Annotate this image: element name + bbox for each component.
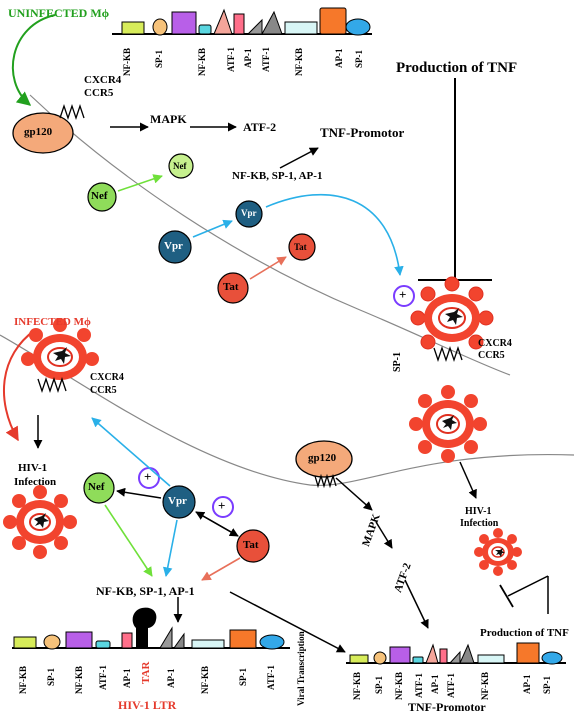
macrophage-bottom-right-small xyxy=(474,528,522,576)
ccr5-bottom: CCR5 xyxy=(90,385,117,396)
top-prom-label-3: ATF-1 xyxy=(226,47,236,72)
macrophage-top-right xyxy=(410,276,494,363)
plus-top-label: + xyxy=(399,287,407,302)
tat-small-top-label: Tat xyxy=(294,242,307,252)
hiv-infection-right-2: Infection xyxy=(460,518,499,529)
tnf-label-1: SP-1 xyxy=(374,676,384,694)
gp120-top xyxy=(12,103,85,154)
top-prom-label-5: ATF-1 xyxy=(261,47,271,72)
cxcr4-bottom: CXCR4 xyxy=(90,372,124,383)
top-prom-label-6: NF-KB xyxy=(294,48,304,76)
production-tnf-top: Production of TNF xyxy=(396,60,518,76)
tnf-label-5: ATF-1 xyxy=(446,673,456,698)
tat-top xyxy=(217,272,249,304)
tnf-promotor-top: TNF-Promotor xyxy=(320,125,405,140)
nef-top xyxy=(87,182,117,212)
ltr-label-3: ATF-1 xyxy=(98,665,108,690)
tnf-label-6: NF-KB xyxy=(480,672,490,700)
hiv-infection-left-2: Infection xyxy=(14,476,57,488)
tat-top-label: Tat xyxy=(223,281,239,293)
top-prom-label-2: NF-KB xyxy=(197,48,207,76)
uninfected-arrow xyxy=(11,14,56,106)
vpr-bottom xyxy=(162,485,196,519)
tnf-label-2: NF-KB xyxy=(394,672,404,700)
tat-small-top xyxy=(288,233,316,261)
cxcr4-top-right: CXCR4 xyxy=(478,338,512,349)
production-tnf-bottom: Production of TNF xyxy=(480,627,569,639)
vpr-small-top-label: Vpr xyxy=(241,208,257,218)
gp120-bottom xyxy=(295,440,353,489)
ltr-label-6: AP-1 xyxy=(166,668,176,689)
tnf-label-0: NF-KB xyxy=(352,672,362,700)
vpr-small-top xyxy=(235,200,263,228)
tnf-promotor-bottom: TNF-Promotor xyxy=(408,700,486,714)
ccr5-top: CCR5 xyxy=(84,87,114,99)
plus-bottom-left-label: + xyxy=(144,469,152,484)
plus-bottom-right-label: + xyxy=(218,498,226,513)
cxcr4-top: CXCR4 xyxy=(84,74,122,86)
tnf-label-8: SP-1 xyxy=(542,676,552,694)
gp120-top-label: gp120 xyxy=(24,126,53,138)
hiv-infection-right-1: HIV-1 xyxy=(465,506,492,517)
macrophage-bottom-right-upper xyxy=(409,385,487,463)
top-prom-label-7: AP-1 xyxy=(334,48,344,69)
vpr-bottom-label: Vpr xyxy=(168,495,187,507)
ltr-label-9: ATF-1 xyxy=(266,665,276,690)
ltr-label-1: SP-1 xyxy=(46,668,56,686)
tnf-inhibit-top xyxy=(418,78,492,281)
hiv-ltr-bar xyxy=(12,607,290,650)
top-membrane-curve xyxy=(29,94,511,376)
sp1-top: SP-1 xyxy=(392,352,403,372)
nef-small-top xyxy=(168,153,194,179)
nef-small-top-label: Nef xyxy=(173,161,187,171)
plus-bottom-right xyxy=(212,496,234,518)
uninfected-label: UNINFECTED Mϕ xyxy=(8,6,110,20)
top-prom-label-1: SP-1 xyxy=(154,50,164,68)
ltr-label-2: NF-KB xyxy=(74,666,84,694)
ltr-label-0: NF-KB xyxy=(18,666,28,694)
nef-bottom-label: Nef xyxy=(88,481,105,493)
atf2-top: ATF-2 xyxy=(243,120,277,134)
top-prom-label-0: NF-KB xyxy=(122,48,132,76)
viral-transcription-label: Viral Transcription xyxy=(296,631,306,706)
ltr-label-tar: TAR xyxy=(140,661,152,684)
nef-top-label: Nef xyxy=(91,190,108,202)
gp120-bottom-label: gp120 xyxy=(308,452,337,464)
top-promoter-bar xyxy=(112,7,372,36)
top-prom-label-4: AP-1 xyxy=(243,48,253,69)
tnf-promoter-bar-bottom xyxy=(346,642,566,665)
plus-top xyxy=(393,285,415,307)
infected-label: INFECTED Mϕ xyxy=(14,316,91,328)
tnf-label-3: ATF-1 xyxy=(414,673,424,698)
mapk-top: MAPK xyxy=(150,112,187,126)
tnf-label-7: AP-1 xyxy=(522,674,532,695)
tat-bottom xyxy=(236,529,270,563)
tat-bottom-label: Tat xyxy=(243,539,259,551)
ltr-label-7: NF-KB xyxy=(200,666,210,694)
hiv-ltr-label: HIV-1 LTR xyxy=(118,698,177,712)
vpr-top xyxy=(158,230,192,264)
nef-bottom xyxy=(83,472,115,504)
macrophage-mid-left xyxy=(3,485,77,559)
ccr5-top-right: CCR5 xyxy=(478,350,505,361)
nf-sp-ap-bottom: NF-KB, SP-1, AP-1 xyxy=(96,584,195,598)
ltr-label-8: SP-1 xyxy=(238,668,248,686)
tnf-inhibit-bottom xyxy=(499,575,549,614)
hiv-infection-left-1: HIV-1 xyxy=(18,462,48,474)
top-prom-label-8: SP-1 xyxy=(354,50,364,68)
tnf-label-4: AP-1 xyxy=(430,674,440,695)
ltr-label-4: AP-1 xyxy=(122,668,132,689)
nf-sp-ap-top: NF-KB, SP-1, AP-1 xyxy=(232,170,323,182)
vpr-top-label: Vpr xyxy=(164,240,183,252)
macrophage-infected-top xyxy=(21,318,99,394)
